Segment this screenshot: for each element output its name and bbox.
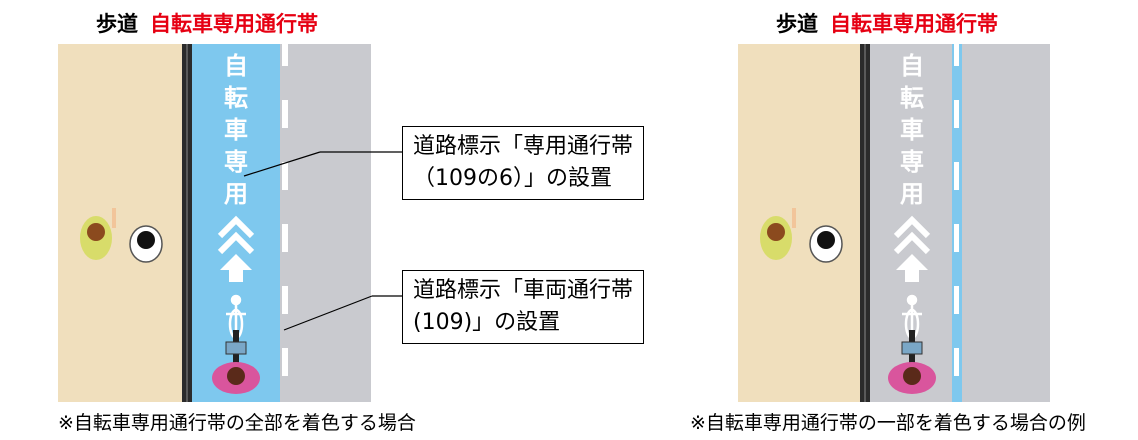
lane-char: 車 — [224, 116, 248, 144]
right-cyclist-icon — [888, 330, 936, 394]
callout-2-leader — [283, 295, 373, 331]
right-chevron-arrows — [893, 215, 931, 255]
callout-2-line2: (109)」の設置 — [413, 310, 561, 335]
lane-char: 用 — [224, 180, 248, 208]
left-lane-line — [282, 44, 288, 376]
callout-1: 道路標示「専用通行帯 （109の6）」の設置 — [402, 126, 645, 200]
left-note: ※自転車専用通行帯の全部を着色する場合 — [58, 412, 416, 434]
left-pedestrian-1-icon — [80, 208, 116, 260]
right-header: 歩道自転車専用通行帯 — [776, 8, 998, 38]
callout-2: 道路標示「車両通行帯 (109)」の設置 — [402, 270, 645, 344]
lane-char: 用 — [900, 180, 924, 208]
lane-char: 自 — [224, 52, 248, 80]
right-up-arrow — [896, 254, 928, 282]
left-cyclist-icon — [212, 330, 260, 394]
right-pedestrian-1-icon — [760, 208, 796, 260]
lane-char: 転 — [900, 84, 924, 112]
right-panel-road — [738, 44, 1050, 402]
callout-2-line1: 道路標示「車両通行帯 — [413, 278, 634, 303]
left-header-bikelane: 自転車専用通行帯 — [150, 12, 318, 36]
left-lane-marking-text: 自 転 車 専 用 — [222, 50, 250, 210]
right-car-lane — [962, 44, 1050, 402]
lane-char: 専 — [224, 148, 248, 176]
right-lane-line — [954, 44, 959, 376]
left-chevron-arrows — [217, 215, 255, 255]
lane-char: 転 — [224, 84, 248, 112]
left-header: 歩道自転車専用通行帯 — [96, 8, 318, 38]
left-sidewalk — [58, 44, 182, 402]
lane-char: 車 — [900, 116, 924, 144]
left-header-sidewalk: 歩道 — [96, 12, 138, 36]
lane-char: 専 — [900, 148, 924, 176]
left-car-lane — [280, 44, 371, 402]
left-up-arrow — [220, 254, 252, 282]
right-sidewalk — [738, 44, 860, 402]
callout-1-line1: 道路標示「専用通行帯 — [413, 134, 634, 159]
right-pedestrian-2-icon — [809, 225, 843, 263]
right-header-sidewalk: 歩道 — [776, 12, 818, 36]
right-blue-strip — [952, 44, 962, 402]
right-header-bikelane: 自転車専用通行帯 — [830, 12, 998, 36]
right-note: ※自転車専用通行帯の一部を着色する場合の例 — [690, 412, 1086, 434]
left-pedestrian-2-icon — [129, 225, 163, 263]
right-lane-marking-text: 自 転 車 専 用 — [898, 50, 926, 210]
left-panel-road — [58, 44, 371, 402]
callout-1-leader — [243, 151, 321, 177]
callout-1-line2: （109の6）」の設置 — [413, 166, 612, 191]
lane-char: 自 — [900, 52, 924, 80]
